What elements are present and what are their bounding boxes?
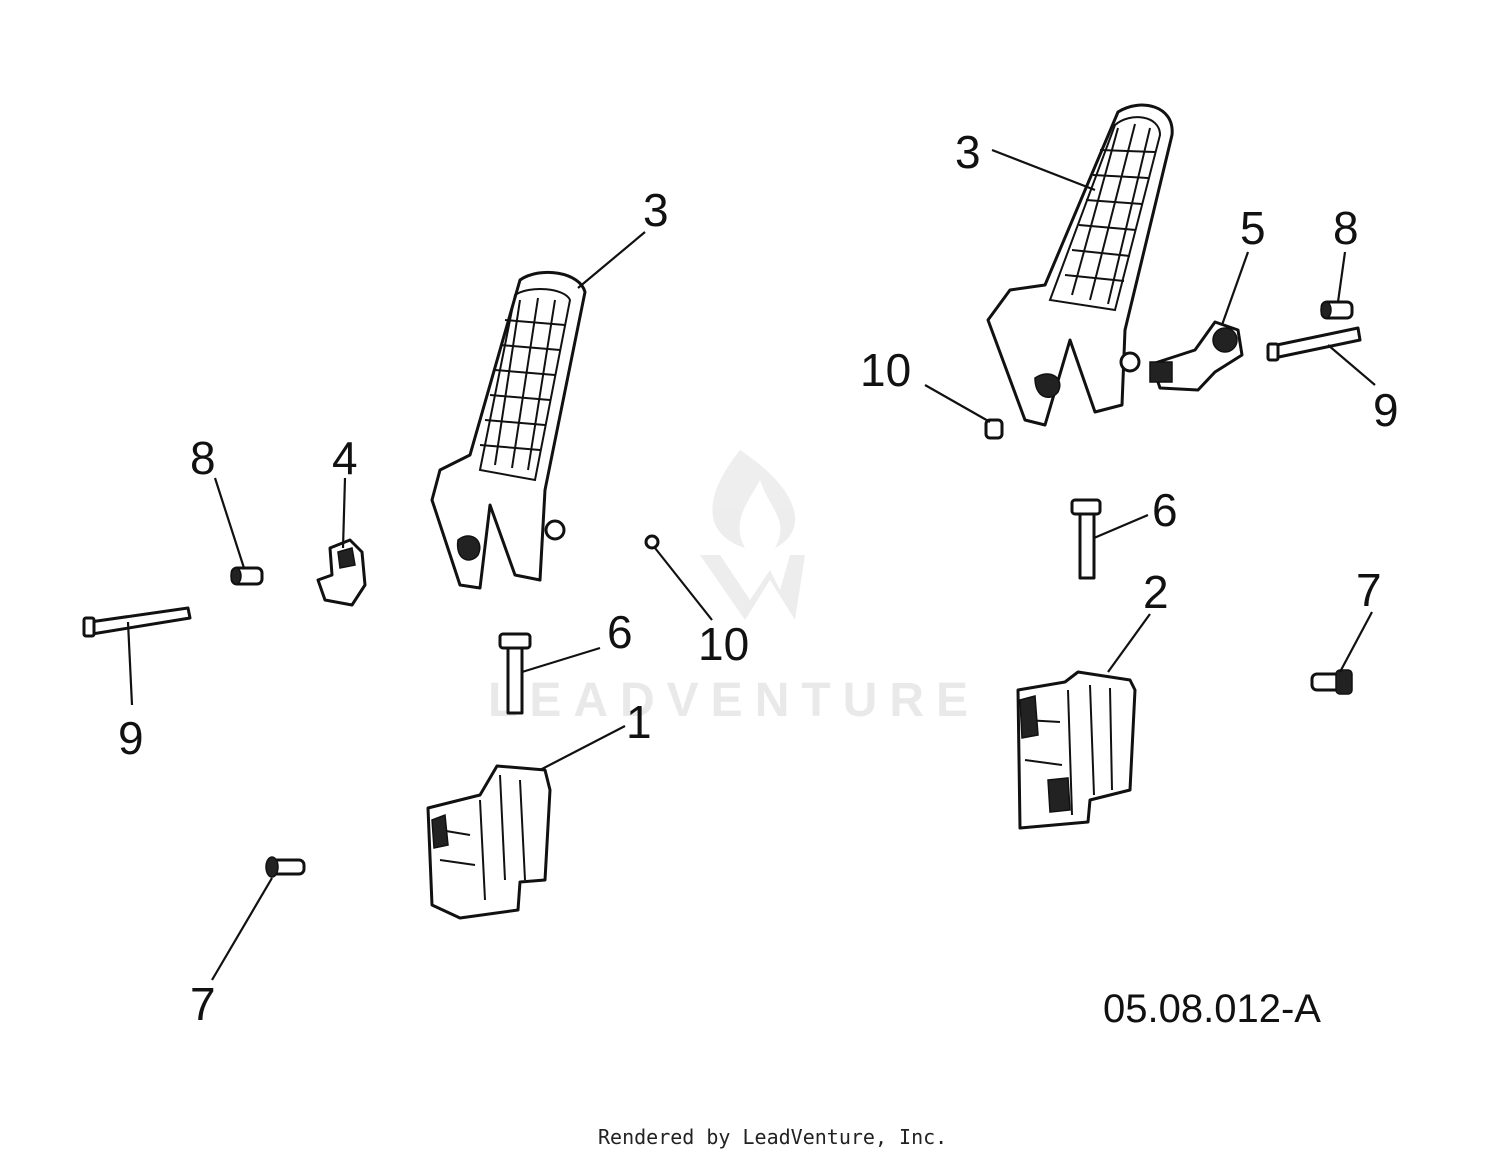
leader-right-pedal [991,148,1096,192]
leader-left-lever [341,477,347,549]
leader-right-bolt [1093,513,1149,540]
left-nut-part [644,534,660,550]
leader-right-bracket [1107,613,1151,673]
render-credit: Rendered by LeadVenture, Inc. [598,1125,947,1149]
left-bushing-part [230,566,264,586]
left-pedal-part [430,270,587,590]
leader-lines [126,148,1376,981]
diagram-code: 05.08.012-A [1103,987,1321,1031]
left-screw-part [265,856,306,878]
watermark-text: LEADVENTURE [488,674,980,727]
left-lever-part [316,538,367,607]
right-bolt-part [1070,498,1102,580]
leader-right-screw [1339,611,1373,673]
callout-right-nut: 10 [860,344,911,396]
right-pin-part [1266,326,1362,362]
leader-right-lever [1220,251,1250,326]
leader-right-bushing [1336,251,1347,303]
callout-left-nut: 10 [698,618,749,670]
leader-right-nut [924,384,991,423]
callout-left-bolt: 6 [607,606,633,658]
right-screw-part [1310,669,1353,695]
leader-left-nut [654,547,713,621]
callout-left-screw: 7 [190,978,216,1030]
leader-right-pin [1327,344,1376,386]
leader-left-pin [126,621,134,706]
right-bushing-part [1320,300,1354,320]
callout-right-bolt: 6 [1152,484,1178,536]
leader-left-pedal [577,231,646,289]
leader-left-bracket [539,725,626,771]
leader-left-screw [211,877,273,981]
callout-left-bracket: 1 [626,696,652,748]
callout-right-screw: 7 [1356,564,1382,616]
callout-right-lever: 5 [1240,202,1266,254]
right-pedal-part [986,103,1174,427]
left-bracket-part [426,764,552,920]
right-lever-part [1149,320,1244,392]
callout-left-pedal: 3 [643,184,669,236]
leader-left-bushing [213,477,246,569]
left-bolt-part [498,632,532,715]
callout-right-bracket: 2 [1143,566,1169,618]
callout-left-lever: 4 [332,432,358,484]
callout-right-pin: 9 [1373,384,1399,436]
right-nut-part [984,418,1004,440]
callout-left-pin: 9 [118,712,144,764]
leader-left-bolt [521,646,601,674]
callout-right-pedal: 3 [955,126,981,178]
callout-left-bushing: 8 [190,432,216,484]
right-bracket-part [1016,670,1137,830]
left-pin-part [82,606,192,638]
flame-v-logo [700,450,805,620]
callout-right-bushing: 8 [1333,202,1359,254]
